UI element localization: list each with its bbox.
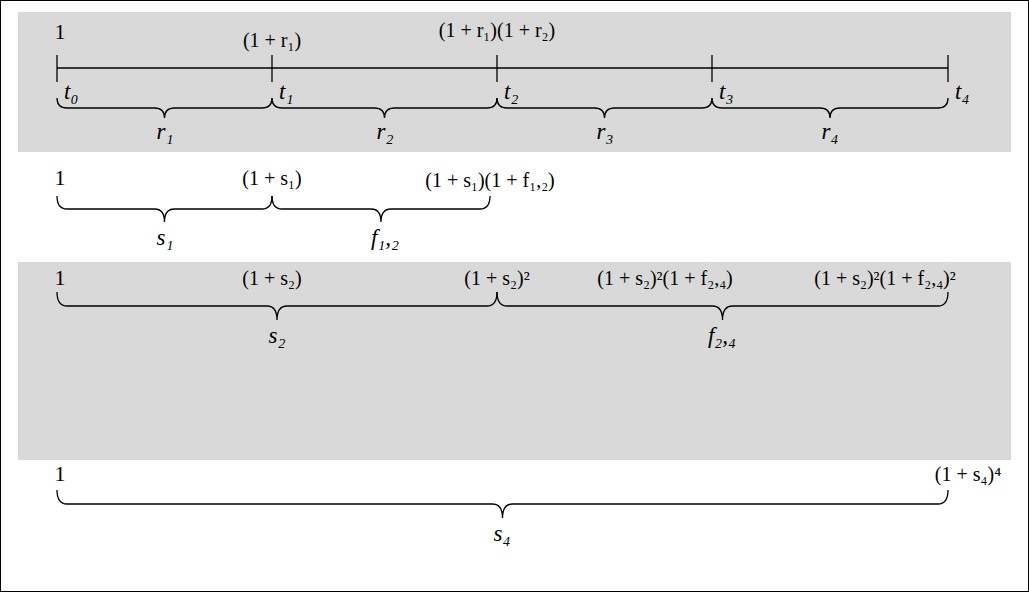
value-label: 1 xyxy=(55,166,66,190)
time-tick xyxy=(271,55,272,82)
time-tick xyxy=(496,55,497,82)
time-label: t₂ xyxy=(504,78,518,106)
curly-brace xyxy=(57,196,272,222)
rate-label: s₂ xyxy=(269,322,286,350)
value-label: (1 + r₁)(1 + r₂) xyxy=(439,18,555,42)
time-tick xyxy=(56,55,57,82)
curly-brace xyxy=(57,292,497,320)
value-label: (1 + r₁) xyxy=(243,28,301,52)
curly-brace xyxy=(497,292,948,320)
brace-group xyxy=(57,98,948,518)
rate-label: r₃ xyxy=(597,118,614,146)
value-label: 1 xyxy=(55,462,66,486)
value-label: (1 + s₂)²(1 + f₂,₄)² xyxy=(814,266,956,290)
time-label: t₀ xyxy=(64,78,78,106)
rate-label: f₁,₂ xyxy=(371,224,399,252)
rate-label: r₁ xyxy=(157,118,174,146)
value-label: (1 + s₂) xyxy=(242,266,301,290)
grey-band xyxy=(18,262,1011,460)
curly-brace xyxy=(272,98,497,118)
curly-brace xyxy=(57,490,948,518)
value-label: 1 xyxy=(55,266,66,290)
time-label: t₃ xyxy=(719,78,733,106)
curly-brace xyxy=(57,98,272,118)
curly-brace xyxy=(497,98,712,118)
curly-brace xyxy=(712,98,948,118)
time-axis xyxy=(57,67,948,68)
time-tick xyxy=(947,55,948,82)
curly-brace xyxy=(272,196,490,222)
time-tick xyxy=(711,55,712,82)
value-label: (1 + s₂)² xyxy=(464,266,529,290)
value-label: 1 xyxy=(55,20,66,44)
rate-label: f₂,₄ xyxy=(708,322,736,350)
time-label: t₄ xyxy=(955,78,969,106)
time-label: t₁ xyxy=(279,78,293,106)
value-label: (1 + s₂)²(1 + f₂,₄) xyxy=(597,266,733,290)
grey-band xyxy=(18,12,1011,152)
value-label: (1 + s₄)⁴ xyxy=(935,462,1001,486)
value-label: (1 + s₁) xyxy=(242,166,301,190)
rate-label: s₄ xyxy=(494,520,511,548)
timeline xyxy=(57,55,948,82)
rate-label: s₁ xyxy=(157,224,174,252)
rate-label: r₂ xyxy=(377,118,394,146)
value-label: (1 + s₁)(1 + f₁,₂) xyxy=(425,168,555,192)
rate-label: r₄ xyxy=(822,118,839,146)
